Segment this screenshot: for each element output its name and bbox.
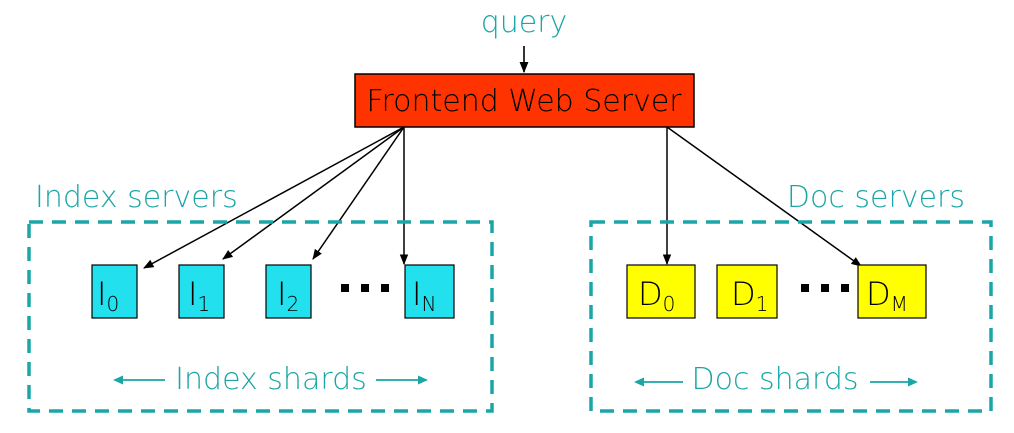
index-node-box	[178, 264, 225, 319]
index-node-sub: 1	[197, 292, 210, 316]
index-node-main: I	[412, 275, 421, 313]
index-node-sub: 2	[286, 292, 299, 316]
svg-text:I1: I1	[188, 275, 210, 316]
index-node-i0: I0	[91, 264, 138, 319]
svg-text:D1: D1	[731, 275, 768, 316]
doc-node-dm: DM	[857, 264, 927, 319]
ellipsis-dot	[801, 284, 809, 292]
doc-node-box	[626, 264, 696, 319]
index-ellipsis	[341, 284, 389, 292]
index-node-sub: N	[421, 292, 436, 316]
arrow-to-dm	[666, 126, 862, 267]
index-servers-boundary	[27, 220, 494, 413]
right-arrow-head	[418, 375, 428, 385]
doc-node-sub: 1	[756, 292, 769, 316]
index-node-i2: I2	[265, 264, 312, 319]
index-shards-label-group: Index shards	[113, 362, 428, 397]
index-node-box	[91, 264, 138, 319]
doc-node-main: D	[638, 275, 663, 313]
svg-text:DM: DM	[866, 275, 908, 316]
index-node-main: I	[97, 275, 106, 313]
index-node-i1: I1	[178, 264, 225, 319]
doc-servers-title: Doc servers	[787, 180, 965, 215]
doc-shards-label: Doc shards	[692, 362, 859, 397]
doc-node-sub: 0	[663, 292, 676, 316]
index-servers-group: Index servers I0 I1 I2 IN Index shards	[27, 180, 494, 413]
doc-ellipsis	[801, 284, 849, 292]
index-node-in: IN	[404, 264, 455, 319]
doc-node-box	[857, 264, 927, 319]
arrow-to-i1	[222, 126, 405, 260]
frontend-label: Frontend Web Server	[366, 84, 682, 119]
ellipsis-dot	[381, 284, 389, 292]
svg-text:I2: I2	[277, 275, 299, 316]
doc-servers-group: Doc servers D0 D1 DM Doc shards	[589, 180, 993, 413]
index-node-box	[265, 264, 312, 319]
left-arrow-head	[113, 375, 123, 385]
svg-text:IN: IN	[412, 275, 436, 316]
doc-shards-label-group: Doc shards	[634, 362, 918, 397]
index-node-sub: 0	[106, 292, 119, 316]
doc-node-d0: D0	[626, 264, 696, 319]
index-shards-label: Index shards	[175, 362, 367, 397]
svg-text:I0: I0	[97, 275, 119, 316]
index-servers-title: Index servers	[35, 180, 238, 215]
doc-servers-boundary	[589, 220, 993, 413]
right-arrow-head	[908, 377, 918, 387]
query-label: query	[481, 5, 568, 40]
left-arrow-head	[634, 377, 644, 387]
index-node-box	[404, 264, 455, 319]
doc-node-main: D	[866, 275, 891, 313]
index-arrows	[143, 126, 409, 269]
ellipsis-dot	[361, 284, 369, 292]
arrow-to-i2	[312, 126, 405, 260]
svg-text:D0: D0	[638, 275, 675, 316]
doc-arrows	[662, 126, 862, 267]
doc-node-d1: D1	[716, 264, 778, 319]
ellipsis-dot	[821, 284, 829, 292]
index-node-main: I	[188, 275, 197, 313]
ellipsis-dot	[341, 284, 349, 292]
frontend-box	[354, 73, 695, 128]
frontend-web-server: Frontend Web Server	[354, 73, 695, 128]
ellipsis-dot	[841, 284, 849, 292]
doc-node-main: D	[731, 275, 756, 313]
index-node-main: I	[277, 275, 286, 313]
arrow-to-i0	[143, 126, 405, 269]
doc-node-sub: M	[891, 292, 908, 316]
doc-node-box	[716, 264, 778, 319]
